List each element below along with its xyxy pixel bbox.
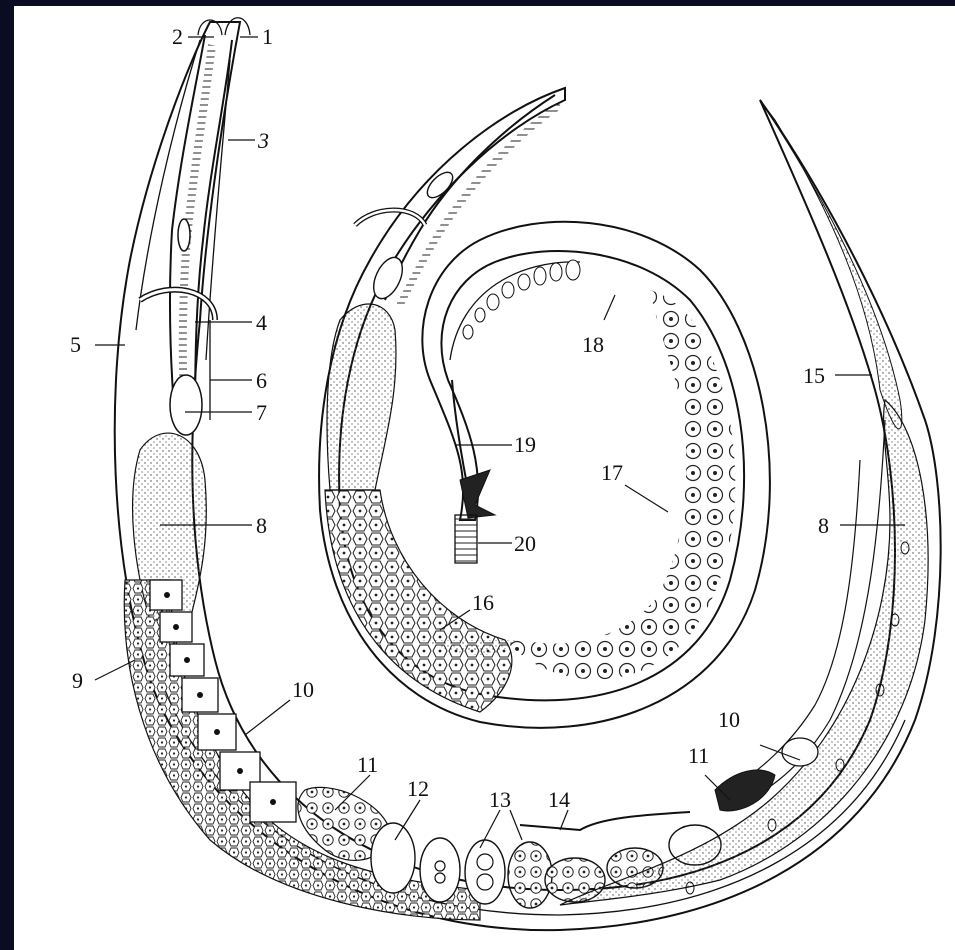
pharynx-bulb	[178, 219, 190, 251]
small-intestine	[327, 304, 396, 490]
label-18: 18	[582, 332, 604, 357]
label-11-right: 11	[688, 743, 709, 768]
vesicle-cells	[463, 260, 580, 339]
label-10-right: 10	[718, 707, 740, 732]
terminal-bulb	[170, 375, 202, 435]
label-3: 3	[257, 128, 269, 153]
label-5: 5	[70, 332, 81, 357]
label-17: 17	[601, 460, 623, 485]
label-14: 14	[548, 787, 570, 812]
label-11-left: 11	[357, 752, 378, 777]
label-16: 16	[472, 590, 494, 615]
label-8-right: 8	[818, 513, 829, 538]
large-worm	[115, 18, 941, 930]
label-19: 19	[514, 432, 536, 457]
label-15: 15	[803, 363, 825, 388]
label-4: 4	[256, 310, 267, 335]
label-12: 12	[407, 776, 429, 801]
label-13: 13	[489, 787, 511, 812]
label-20: 20	[514, 531, 536, 556]
label-9: 9	[72, 668, 83, 693]
label-7: 7	[256, 400, 267, 425]
small-coiled-worm	[319, 88, 770, 728]
vulva	[520, 812, 690, 830]
label-6: 6	[256, 368, 267, 393]
label-1: 1	[262, 24, 273, 49]
copulatory-bursa	[455, 515, 477, 563]
label-2: 2	[172, 24, 183, 49]
label-8-left: 8	[256, 513, 267, 538]
label-10-left: 10	[292, 677, 314, 702]
